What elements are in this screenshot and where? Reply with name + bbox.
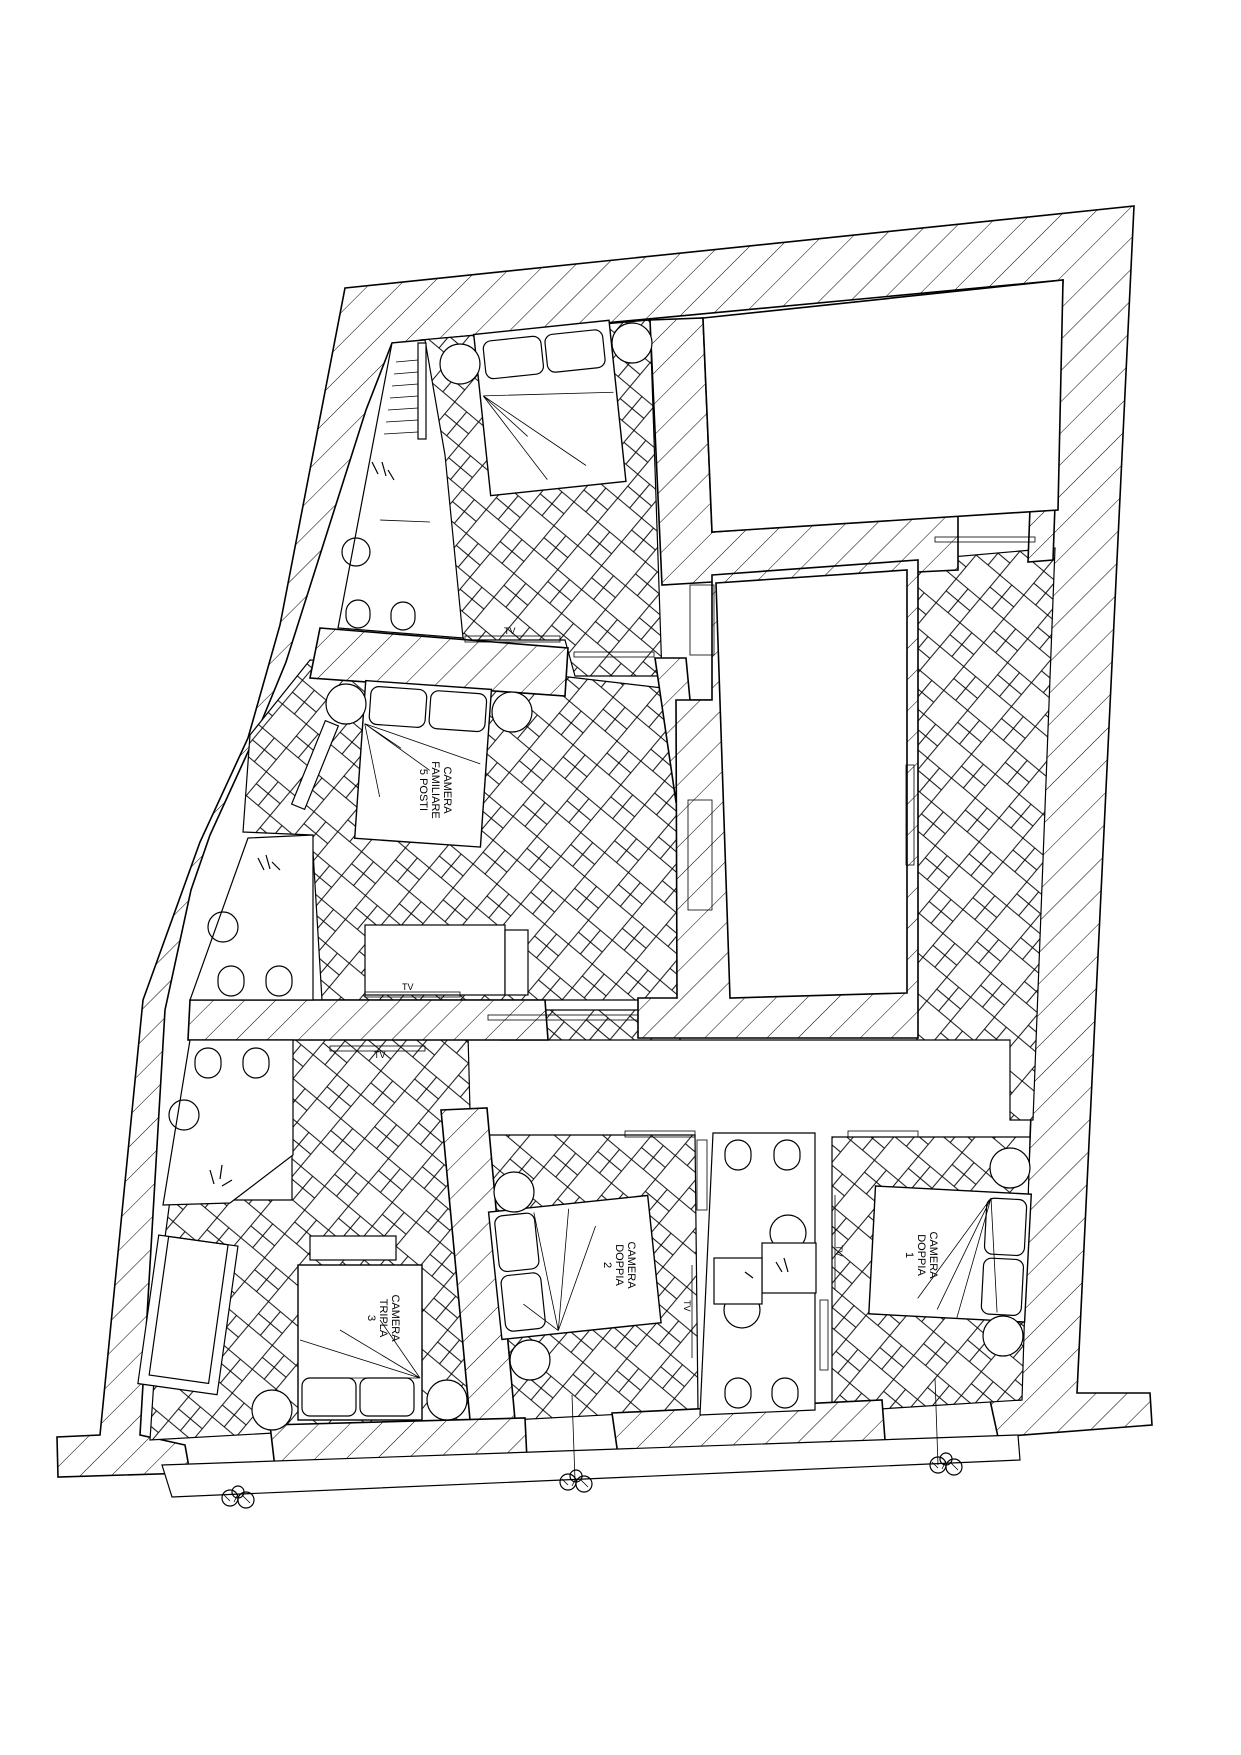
bidet-icon xyxy=(265,965,293,997)
nightstand-icon xyxy=(491,691,533,733)
tv-label: TV xyxy=(504,626,516,636)
room-label-line: CAMERA xyxy=(927,1231,939,1279)
nightstand-icon xyxy=(426,1379,468,1421)
shower-icon xyxy=(744,1257,789,1279)
plant-icon xyxy=(559,1469,593,1493)
street-edge xyxy=(161,1434,1021,1498)
toilet-icon xyxy=(724,1139,752,1171)
room-label-familiare: CAMERA FAMILIARE 5 POSTI xyxy=(417,761,453,818)
sink-icon xyxy=(207,911,239,943)
nightstand-icon xyxy=(439,343,481,385)
bed-icon xyxy=(487,1194,662,1341)
nightstand-icon xyxy=(989,1147,1031,1189)
details xyxy=(290,342,1036,1481)
nightstand-icon xyxy=(251,1389,293,1431)
bidet-icon xyxy=(773,1139,801,1171)
courtyard-north xyxy=(702,279,1064,533)
sink-icon xyxy=(168,1099,200,1131)
nightstand-icon xyxy=(509,1339,551,1381)
tv-labels: TV TV TV TV TV xyxy=(374,626,844,1312)
bed-icon xyxy=(297,1264,423,1421)
room-label-line: CAMERA xyxy=(389,1294,401,1342)
toilet-icon xyxy=(345,599,371,629)
shower-icon xyxy=(209,1164,233,1187)
room-label-line: DOPPIA xyxy=(915,1234,927,1276)
wall-between-1 xyxy=(309,627,569,697)
bath-tripla xyxy=(162,1039,294,1206)
shower-icon xyxy=(257,854,281,871)
courtyard-central xyxy=(715,569,908,999)
tv-label: TV xyxy=(834,1245,844,1257)
bath-north xyxy=(337,339,464,639)
bed-icon xyxy=(868,1185,1033,1323)
outer-walls xyxy=(56,205,1153,1478)
bidet-icon xyxy=(390,601,416,631)
tv-label: TV xyxy=(374,1050,386,1060)
bed-icon xyxy=(353,679,493,848)
wall-east-pillar xyxy=(1027,504,1056,563)
room-label-line: CAMERA xyxy=(441,766,453,814)
tv-label: TV xyxy=(682,1300,692,1312)
fixtures xyxy=(168,461,817,1409)
room-label-line: 3 xyxy=(365,1315,377,1321)
plant-icon xyxy=(929,1452,963,1476)
nightstand-icon xyxy=(325,683,367,725)
wall-between-2 xyxy=(187,999,549,1041)
room-label-line: 5 POSTI xyxy=(417,769,429,811)
shower-icon xyxy=(371,461,395,481)
room-label-doppia1: CAMERA DOPPIA 1 xyxy=(903,1231,939,1279)
room-label-line: 2 xyxy=(601,1262,613,1268)
sink-icon xyxy=(341,537,371,567)
room-label-line: CAMERA xyxy=(625,1241,637,1289)
nightstand-icon xyxy=(982,1315,1024,1357)
toilet-icon xyxy=(217,965,245,997)
room-label-line: FAMILIARE xyxy=(429,761,441,818)
nightstand-icon xyxy=(611,322,653,364)
toilet-icon xyxy=(194,1047,222,1079)
bed-icon xyxy=(472,319,627,497)
room-label-line: DOPPIA xyxy=(613,1244,625,1286)
room-label-line: 1 xyxy=(903,1252,915,1258)
toilet-icon xyxy=(724,1377,752,1409)
beds xyxy=(137,319,1033,1431)
nightstand-icon xyxy=(493,1171,535,1213)
bath-familiare xyxy=(189,834,314,1001)
voids xyxy=(161,279,1064,1498)
room-label-line: TRIPLA xyxy=(377,1299,389,1338)
room-label-doppia2: CAMERA DOPPIA 2 xyxy=(601,1241,637,1289)
room-label-tripla3: CAMERA TRIPLA 3 xyxy=(365,1294,401,1342)
bidet-icon xyxy=(771,1377,799,1409)
bidet-icon xyxy=(242,1047,270,1079)
plant-icon xyxy=(221,1485,255,1509)
tv-label: TV xyxy=(402,982,414,992)
